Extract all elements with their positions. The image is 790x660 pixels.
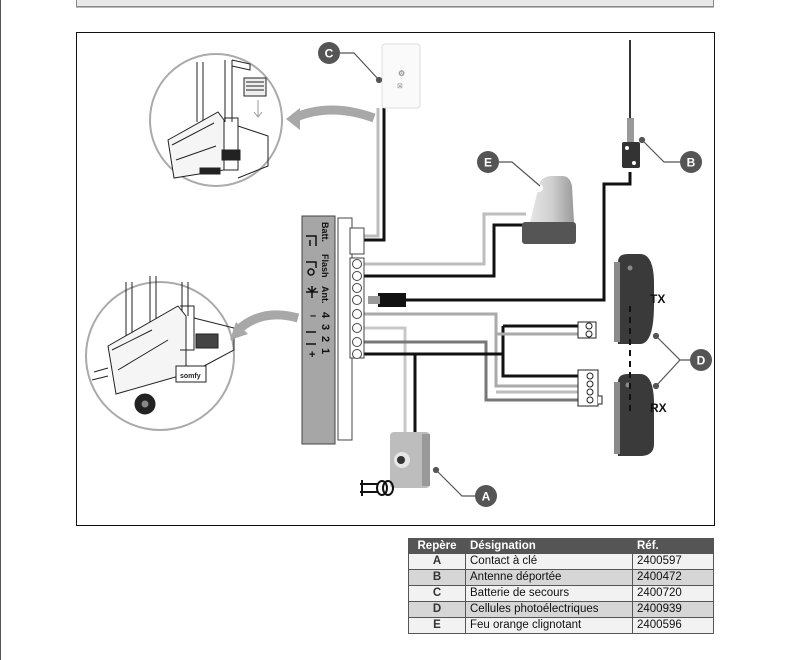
arrow-terminal-to-inset	[234, 310, 300, 334]
parts-table: Repère Désignation Réf. A Contact à clé …	[408, 538, 714, 634]
cell-ref: 2400939	[632, 601, 714, 618]
tx-terminal-block	[577, 321, 597, 339]
terminal-screws	[352, 259, 362, 359]
terminal-label-minus: –	[310, 310, 316, 322]
inset-battery-installation	[149, 53, 283, 187]
wires	[362, 108, 632, 440]
cell-designation: Batterie de secours	[465, 585, 633, 602]
callout-a: A	[475, 485, 497, 507]
cell-designation: Cellules photoélectriques	[465, 601, 633, 618]
header-ref: Réf.	[632, 538, 714, 554]
wire-cell-4	[362, 312, 578, 388]
table-row: B Antenne déportée 2400472	[408, 569, 714, 586]
cell-ref: 2400472	[632, 569, 714, 586]
callout-b-label: B	[687, 156, 696, 170]
wire-battery-black	[362, 108, 386, 242]
table-row: E Feu orange clignotant 2400596	[408, 617, 714, 634]
cell-ref: 2400596	[632, 617, 714, 634]
cell-repere: A	[408, 553, 466, 570]
terminal-label-ant: Ant.	[320, 286, 330, 304]
antenna-plug	[378, 293, 406, 307]
parts-table-header: Repère Désignation Réf.	[408, 538, 714, 554]
header-designation: Désignation	[465, 538, 633, 554]
inset-terminal-block: somfy	[85, 276, 235, 431]
remote-antenna	[622, 40, 640, 168]
wire-cell-plus-branch	[501, 326, 578, 378]
cell-designation: Contact à clé	[465, 553, 633, 570]
cell-ref: 2400597	[632, 553, 714, 570]
callout-d-label: D	[697, 354, 706, 368]
callout-e-label: E	[484, 156, 492, 170]
previous-section-box	[76, 0, 714, 7]
arrow-battery-to-inset	[292, 105, 376, 123]
cell-repere: D	[408, 601, 466, 618]
callout-c: C	[318, 42, 340, 64]
key-switch	[360, 432, 430, 496]
antenna-plug-sleeve	[368, 296, 380, 304]
parts-table-container: Repère Désignation Réf. A Contact à clé …	[408, 538, 714, 634]
cell-ref: 2400720	[632, 585, 714, 602]
svg-text:⚙: ⚙	[398, 69, 405, 78]
tx-label: TX	[650, 292, 665, 306]
callout-b: B	[680, 151, 702, 173]
terminal-label-4: 4	[319, 312, 331, 319]
svg-text:⊠: ⊠	[397, 83, 403, 90]
table-row: C Batterie de secours 2400720	[408, 585, 714, 602]
wire-cell-2	[362, 340, 578, 402]
cell-designation: Antenne déportée	[465, 569, 633, 586]
wire-flash-light	[362, 212, 526, 266]
control-board: Batt. Flash Ant. 4 3 2 1 – +	[301, 215, 365, 445]
wire-antenna	[405, 172, 632, 302]
rx-label: RX	[650, 401, 667, 415]
svg-text:somfy: somfy	[180, 373, 201, 380]
terminal-label-batt: Batt.	[320, 222, 330, 242]
page-edge	[0, 0, 1, 660]
callout-e: E	[477, 151, 499, 173]
terminal-label-2: 2	[319, 336, 331, 342]
orange-flash-light	[522, 176, 576, 244]
cell-repere: B	[408, 569, 466, 586]
terminal-label-flash: Flash	[320, 254, 330, 278]
callout-a-label: A	[482, 490, 491, 504]
wire-cell-3-key	[362, 326, 407, 440]
terminal-label-1: 1	[319, 348, 331, 354]
terminal-label-plus: +	[309, 349, 315, 361]
photocell-rx	[614, 374, 654, 456]
backup-battery: ⚙ ⊠	[381, 43, 421, 109]
rx-terminal-block	[577, 369, 603, 407]
terminal-symbols	[306, 235, 318, 345]
cell-repere: C	[408, 585, 466, 602]
cell-repere: E	[408, 617, 466, 634]
terminal-label-3: 3	[319, 324, 331, 330]
photocell-tx	[614, 254, 654, 344]
cell-designation: Feu orange clignotant	[465, 617, 633, 634]
callout-leaders	[340, 52, 694, 497]
terminal-label-panel	[301, 215, 336, 445]
header-repere: Repère	[408, 538, 466, 554]
table-row: A Contact à clé 2400597	[408, 553, 714, 570]
wire-flash-black	[362, 223, 526, 278]
callout-d: D	[690, 349, 712, 371]
arrow-head-terminal	[230, 322, 248, 340]
arrow-head-battery	[286, 108, 300, 130]
callout-c-label: C	[325, 47, 334, 61]
wire-battery-light	[362, 108, 380, 238]
battery-connector	[349, 227, 365, 255]
table-row: D Cellules photoélectriques 2400939	[408, 601, 714, 618]
